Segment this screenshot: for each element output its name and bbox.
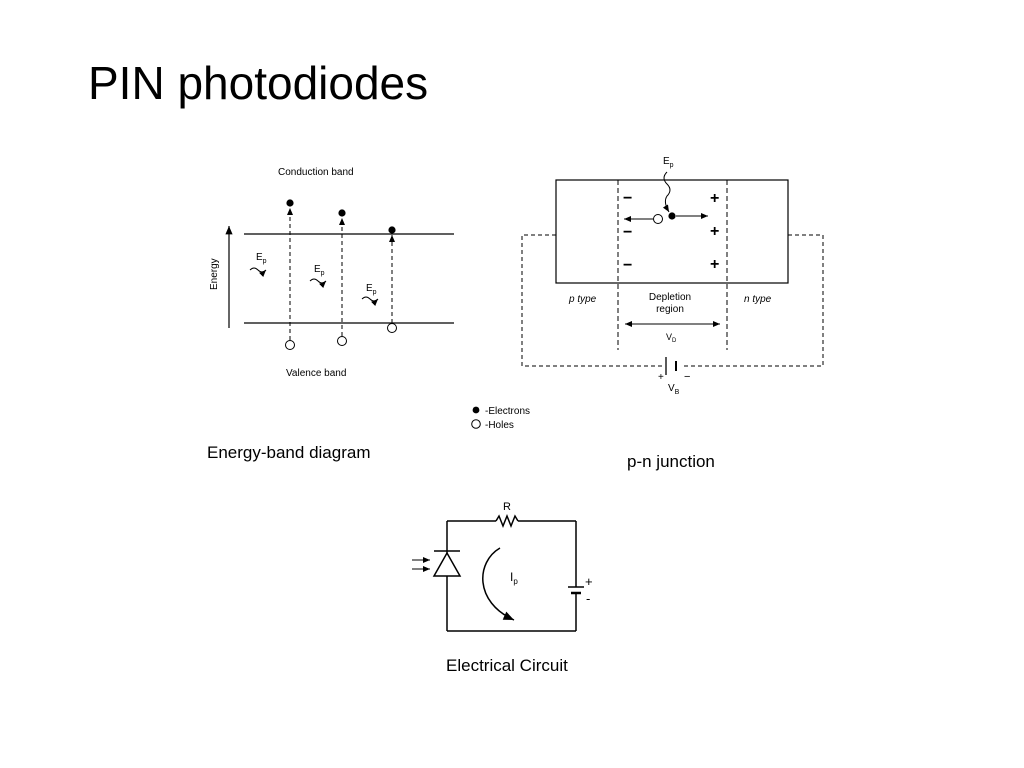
legend-electron-icon [472,406,480,414]
positive-charge: + [710,223,719,240]
depletion-label-line2: region [656,304,684,315]
photon-label: Ep [366,283,377,296]
depletion-label-line1: Depletion [649,292,691,303]
electrical-circuit-diagram: R Ip + - [412,501,593,632]
p-type-label: p type [568,294,597,305]
electron-dot [668,212,676,220]
energy-axis-label: Energy [209,258,220,290]
legend-hole-icon [471,419,481,429]
electron-dot [286,199,294,207]
hole-circle [285,340,295,350]
circuit-caption: Electrical Circuit [446,656,568,675]
vd-label: VD [666,332,677,344]
bias-wire-left [521,234,662,367]
slide-title: PIN photodiodes [88,57,429,109]
positive-charge: + [710,256,719,273]
photon-wave-icon [309,278,327,289]
battery-minus-label: - [586,591,590,606]
valence-band-label: Valence band [286,368,346,379]
negative-charge: − [623,257,632,274]
junction-body [555,179,789,284]
photon-wave-icon [361,296,379,307]
pn-junction-diagram: Ep − − − + + + p type Depletion region n… [471,156,824,431]
electron-dot [338,209,346,217]
resistor-label: R [503,501,511,513]
electron-dot [388,226,396,234]
hole-circle [387,323,397,333]
battery-plus: + [658,372,664,383]
pn-junction-caption: p-n junction [627,452,715,471]
photon-label: Ep [314,264,325,277]
photon-label: Ep [663,156,674,169]
legend-electrons-label: -Electrons [485,406,530,417]
n-type-label: n type [744,294,772,305]
current-label: Ip [510,570,518,586]
bias-wire-right [681,234,824,367]
conduction-band-label: Conduction band [278,167,354,178]
photon-label: Ep [256,252,267,265]
legend-holes-label: -Holes [485,420,514,431]
resistor-icon [495,513,519,529]
energy-band-caption: Energy-band diagram [207,443,371,462]
photon-wave-icon [249,267,267,278]
current-flow-arrow [482,547,515,621]
battery-plus-label: + [585,574,593,589]
photon-wave-icon [662,171,671,213]
photodiode-triangle-icon [432,551,462,577]
energy-band-diagram: Conduction band Energy Ep Ep Ep Valence … [209,167,454,379]
positive-charge: + [710,190,719,207]
negative-charge: − [623,190,632,207]
hole-circle [337,336,347,346]
battery-minus: − [684,371,690,383]
hole-circle [653,214,663,224]
negative-charge: − [623,224,632,241]
vb-label: VB [668,383,680,396]
